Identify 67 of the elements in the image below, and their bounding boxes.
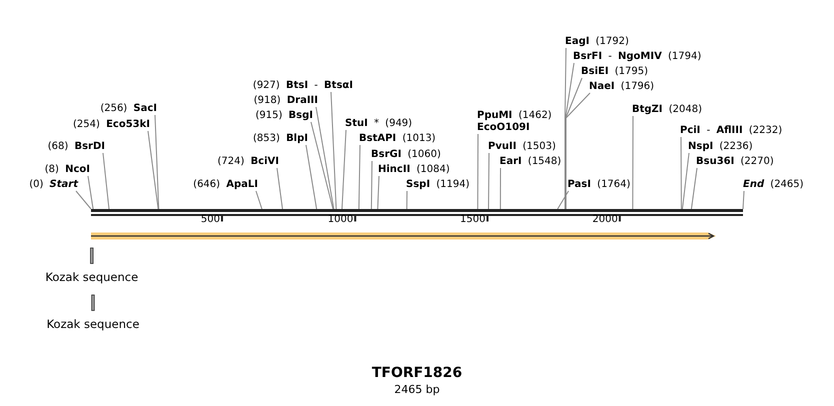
- feature-label: Kozak sequence: [45, 271, 138, 283]
- restriction-site-label: EagI (1792): [565, 36, 629, 48]
- sequence-end-label: End (2465): [743, 179, 804, 191]
- leader-line: [500, 168, 501, 210]
- restriction-site-label: BstAPI (1013): [359, 133, 436, 145]
- restriction-site-label: (8) NcoI: [44, 164, 90, 176]
- restriction-site-label: PpuMI (1462): [477, 110, 552, 122]
- restriction-site-label: PciI - AflIII (2232): [680, 125, 782, 137]
- restriction-site-label: BsrGI (1060): [371, 149, 441, 161]
- leader-line: [377, 176, 380, 210]
- restriction-site-label: HincII (1084): [378, 164, 450, 176]
- leader-line: [358, 144, 360, 210]
- scale-tick-label: 2000: [592, 214, 618, 226]
- restriction-site-label: SspI (1194): [406, 179, 470, 191]
- feature-label: Kozak sequence: [46, 318, 140, 330]
- leader-line: [342, 130, 346, 210]
- restriction-site-label: EcoO109I: [477, 122, 531, 134]
- restriction-site-label: (724) BciVI: [217, 156, 279, 168]
- leader-line: [682, 152, 690, 210]
- sequence-start-label: (0) Start: [29, 179, 78, 191]
- restriction-site-label: BsrFI - NgoMIV (1794): [573, 51, 702, 63]
- restriction-site-label: PvuII (1503): [488, 141, 556, 153]
- restriction-site-label: (915) BsgI: [255, 110, 313, 122]
- map-title: TFORF1826: [372, 367, 462, 379]
- leader-line: [632, 116, 634, 210]
- leader-line: [477, 134, 478, 210]
- leader-line: [316, 106, 334, 210]
- restriction-site-label: NaeI (1796): [589, 81, 654, 93]
- leader-line: [102, 152, 110, 210]
- leader-line: [256, 190, 262, 210]
- leader-line: [148, 130, 159, 210]
- restriction-site-label: (853) BlpI: [252, 133, 308, 145]
- leader-line: [564, 48, 566, 210]
- restriction-site-label: NspI (2236): [688, 141, 753, 153]
- scale-tick-label: 1000: [328, 214, 354, 226]
- leader-line: [310, 122, 334, 210]
- restriction-site-label: (254) Eco53kI: [73, 119, 150, 131]
- restriction-site-label: BtgZI (2048): [632, 104, 702, 116]
- restriction-site-label: StuI* (949): [345, 118, 412, 130]
- leader-line: [557, 190, 569, 210]
- leader-line: [330, 92, 337, 210]
- sequence-length: 2465 bp: [394, 384, 440, 396]
- leader-line: [306, 144, 318, 210]
- leader-line: [76, 190, 92, 210]
- restriction-site-label: EarI (1548): [500, 156, 562, 168]
- scale-tick-label: 1500: [460, 214, 486, 226]
- restriction-site-label: (927) BtsI - BtsαI: [252, 80, 353, 92]
- dna-backbone: [91, 209, 743, 216]
- scale-tick-label: 500: [200, 214, 220, 226]
- leader-line: [488, 152, 490, 210]
- restriction-site-label: (918) DraIII: [254, 95, 318, 107]
- restriction-site-label: (68) BsrDI: [48, 141, 105, 153]
- leader-line: [276, 168, 283, 210]
- leader-line: [154, 114, 160, 210]
- leader-line: [742, 190, 744, 210]
- leader-line: [566, 92, 590, 210]
- leader-line: [406, 190, 408, 210]
- restriction-site-label: Bsu36I (2270): [696, 156, 774, 168]
- restriction-site-label: (256) SacI: [100, 103, 157, 115]
- leader-line: [565, 62, 574, 210]
- restriction-site-label: PasI (1764): [568, 179, 630, 191]
- leader-line: [370, 160, 372, 210]
- restriction-site-label: (646) ApaLI: [193, 179, 258, 191]
- leader-line: [88, 176, 94, 210]
- leader-line: [680, 136, 682, 210]
- leader-line: [690, 168, 698, 210]
- restriction-site-label: BsiEI (1795): [581, 66, 648, 78]
